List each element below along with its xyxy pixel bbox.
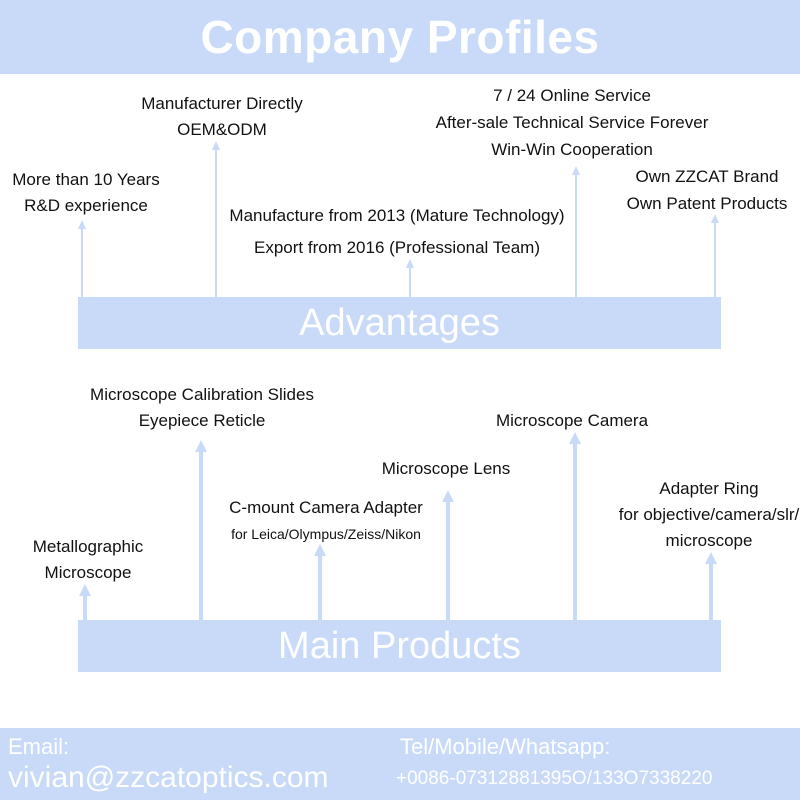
header-banner: Company Profiles — [0, 0, 800, 74]
advantage-line: Own ZZCAT Brand — [635, 167, 779, 186]
product-line: microscope — [665, 531, 753, 550]
arrow-up-icon — [409, 268, 411, 297]
arrow-up-icon — [83, 596, 87, 620]
main-products-band: Main Products — [78, 620, 721, 672]
advantage-line: Manufacturer Directly — [141, 94, 303, 113]
phone-label: Tel/Mobile/Whatsapp: — [400, 734, 611, 759]
product-line: Microscope Calibration Slides — [90, 385, 314, 404]
product-line: Eyepiece Reticle — [138, 411, 266, 430]
product-item: C-mount Camera Adapter for Leica/Olympus… — [229, 495, 423, 547]
advantage-line: Win-Win Cooperation — [491, 140, 653, 159]
advantages-band: Advantages — [78, 297, 721, 349]
advantage-item: Manufacture from 2013 (Mature Technology… — [229, 200, 564, 264]
product-item: Metallographic Microscope — [33, 534, 144, 586]
advantage-item: 7 / 24 Online Service After-sale Technic… — [436, 82, 709, 163]
advantage-line: After-sale Technical Service Forever — [435, 113, 709, 132]
advantage-line: Manufacture from 2013 (Mature Technology… — [229, 206, 565, 225]
arrow-up-icon — [215, 150, 217, 297]
advantage-item: Own ZZCAT Brand Own Patent Products — [627, 163, 788, 217]
product-line: for Leica/Olympus/Zeiss/Nikon — [231, 526, 421, 542]
product-line: Microscope — [44, 563, 132, 582]
advantage-item: More than 10 Years R&D experience — [12, 167, 159, 219]
advantage-line: OEM&ODM — [177, 120, 267, 139]
product-item: Microscope Camera — [496, 408, 648, 434]
contact-footer: Email: vivian@zzcatoptics.com Tel/Mobile… — [0, 728, 800, 800]
advantage-line: More than 10 Years — [12, 170, 160, 189]
arrow-up-icon — [709, 564, 713, 620]
arrow-up-icon — [318, 556, 322, 620]
product-line: Adapter Ring — [659, 479, 759, 498]
advantage-line: 7 / 24 Online Service — [493, 86, 651, 105]
arrow-up-icon — [446, 502, 450, 620]
product-line: C-mount Camera Adapter — [229, 498, 423, 517]
advantage-line: R&D experience — [24, 196, 148, 215]
advantage-line: Export from 2016 (Professional Team) — [254, 238, 540, 257]
email-label: Email: — [8, 734, 70, 759]
product-line: Microscope Lens — [381, 459, 511, 478]
product-line: Metallographic — [32, 537, 144, 556]
arrow-up-icon — [573, 444, 577, 620]
arrow-up-icon — [81, 229, 83, 297]
product-item: Adapter Ring for objective/camera/slr/ m… — [619, 476, 799, 554]
arrow-up-icon — [714, 223, 716, 297]
product-line: for objective/camera/slr/ — [618, 505, 800, 524]
email-value[interactable]: vivian@zzcatoptics.com — [8, 761, 329, 794]
advantage-line: Own Patent Products — [626, 194, 788, 213]
product-item: Microscope Calibration Slides Eyepiece R… — [90, 382, 314, 434]
product-item: Microscope Lens — [382, 456, 511, 482]
phone-value[interactable]: +0086-07312881395O/133O7338220 — [396, 768, 713, 789]
arrow-up-icon — [575, 175, 577, 297]
page-title: Company Profiles — [200, 11, 600, 63]
product-line: Microscope Camera — [495, 411, 649, 430]
advantage-item: Manufacturer Directly OEM&ODM — [141, 91, 303, 143]
arrow-up-icon — [199, 452, 203, 620]
